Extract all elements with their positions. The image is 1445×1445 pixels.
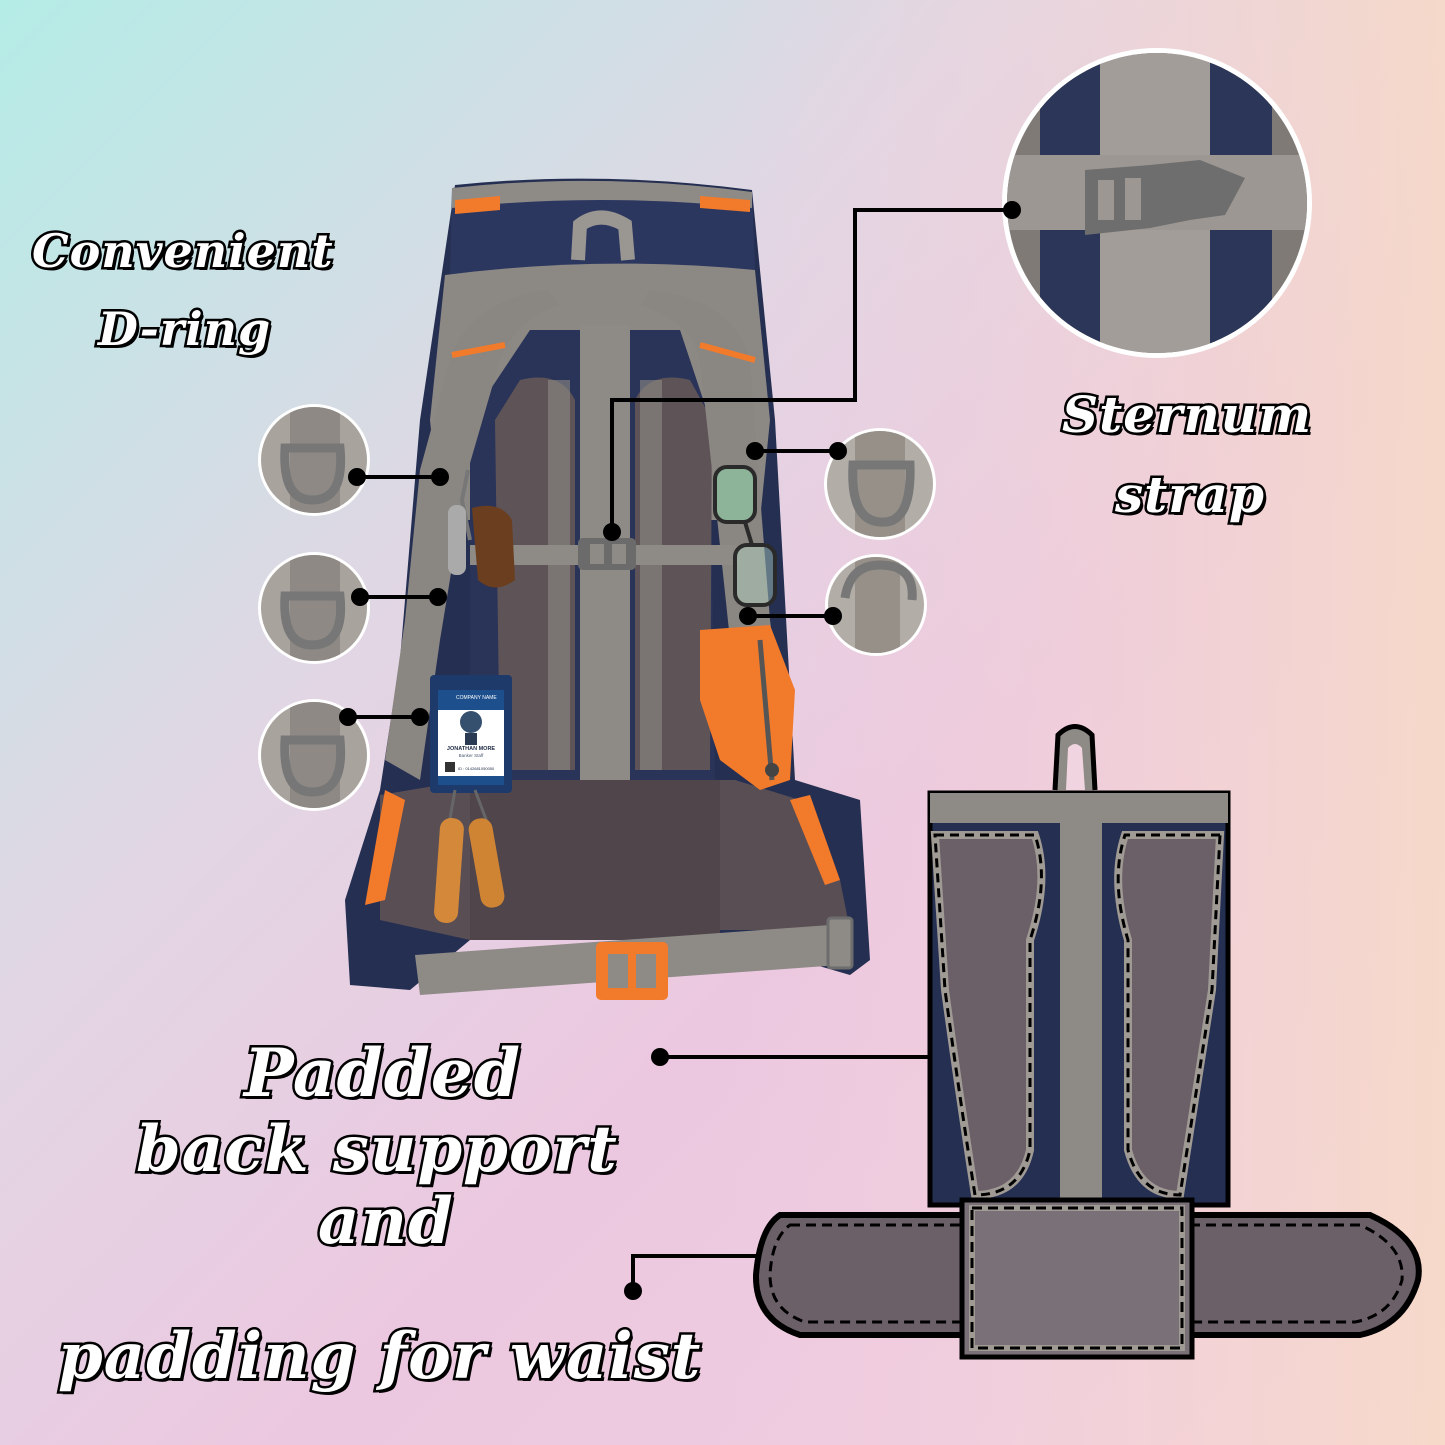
eyeglasses xyxy=(713,465,777,607)
back-panel-diagram xyxy=(752,724,1422,1360)
sternum-zoom-circle xyxy=(1002,48,1312,358)
sternum-caption-line-1: Sternum xyxy=(1060,385,1314,444)
padded-caption-line-1: Padded xyxy=(241,1034,522,1112)
badge-id: ID : 0142681050050 xyxy=(458,766,495,771)
d-ring-caption-line-2: D-ring xyxy=(95,302,272,356)
d-ring-zoom-circles xyxy=(258,404,370,811)
d-ring-caption-line-1: Convenient xyxy=(30,224,336,278)
sternum-caption-line-2: strap xyxy=(1113,465,1267,524)
right-d-ring-zoom-circles xyxy=(824,428,936,656)
padded-caption-line-3: and xyxy=(316,1184,456,1259)
padded-caption-line-2: back support xyxy=(134,1112,620,1187)
backpack-main: COMPANY NAME JONATHAN MORE Banker Staff … xyxy=(345,178,870,1000)
badge-title: Banker Staff xyxy=(459,753,484,758)
badge-company: COMPANY NAME xyxy=(456,695,497,701)
id-badge: COMPANY NAME JONATHAN MORE Banker Staff … xyxy=(430,675,512,793)
badge-name: JONATHAN MORE xyxy=(447,746,496,752)
padded-caption-line-4: padding for waist xyxy=(55,1319,702,1394)
